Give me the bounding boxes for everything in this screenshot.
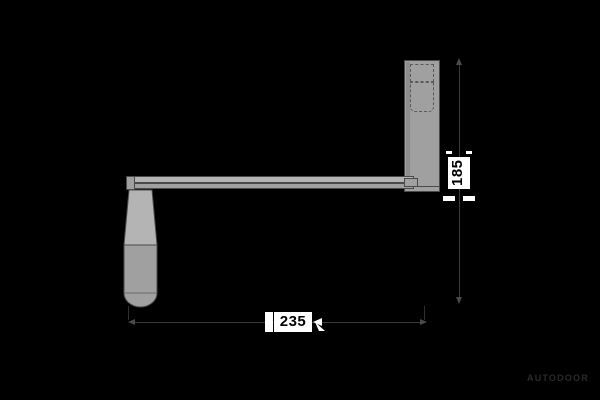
upper-cavity-hidden-outline (410, 64, 434, 82)
rounded-foot (123, 244, 158, 308)
horizontal-dim-ext-line-right (424, 306, 425, 320)
vertical-dim-arrow-top (456, 58, 462, 65)
vertical-dim-ext-tick-bottom-left (443, 196, 455, 201)
watermark-autodoor: AUTODOOR (527, 373, 589, 383)
horizontal-dim-text-arrow-right (313, 318, 322, 326)
vertical-dimension-label: 185 (448, 157, 470, 189)
vertical-dim-arrow-bottom (456, 297, 462, 304)
horizontal-dim-text-tail (315, 322, 325, 331)
tapered-arm (123, 189, 158, 246)
lower-cavity-hidden-outline (410, 82, 434, 112)
horizontal-bar-right-tongue (404, 178, 418, 187)
vertical-dim-ext-tick-bottom-right (463, 196, 475, 201)
horizontal-dimension-label: 235 (274, 312, 312, 332)
horizontal-dim-arrow-left (128, 319, 135, 325)
vertical-post-foot (404, 186, 440, 192)
horizontal-dim-ext-line-left (128, 306, 129, 320)
horizontal-bar-left-cap (126, 176, 135, 190)
vertical-dim-ext-tick-top (446, 151, 452, 154)
horizontal-dim-arrow-right (420, 319, 427, 325)
vertical-dim-ext-tick-top-right (466, 151, 472, 154)
horizontal-bar-upper (126, 176, 414, 183)
horizontal-dim-text-tick-left (265, 312, 273, 332)
horizontal-bar-lower (126, 183, 414, 189)
vertical-post-edge-strip (406, 62, 410, 188)
